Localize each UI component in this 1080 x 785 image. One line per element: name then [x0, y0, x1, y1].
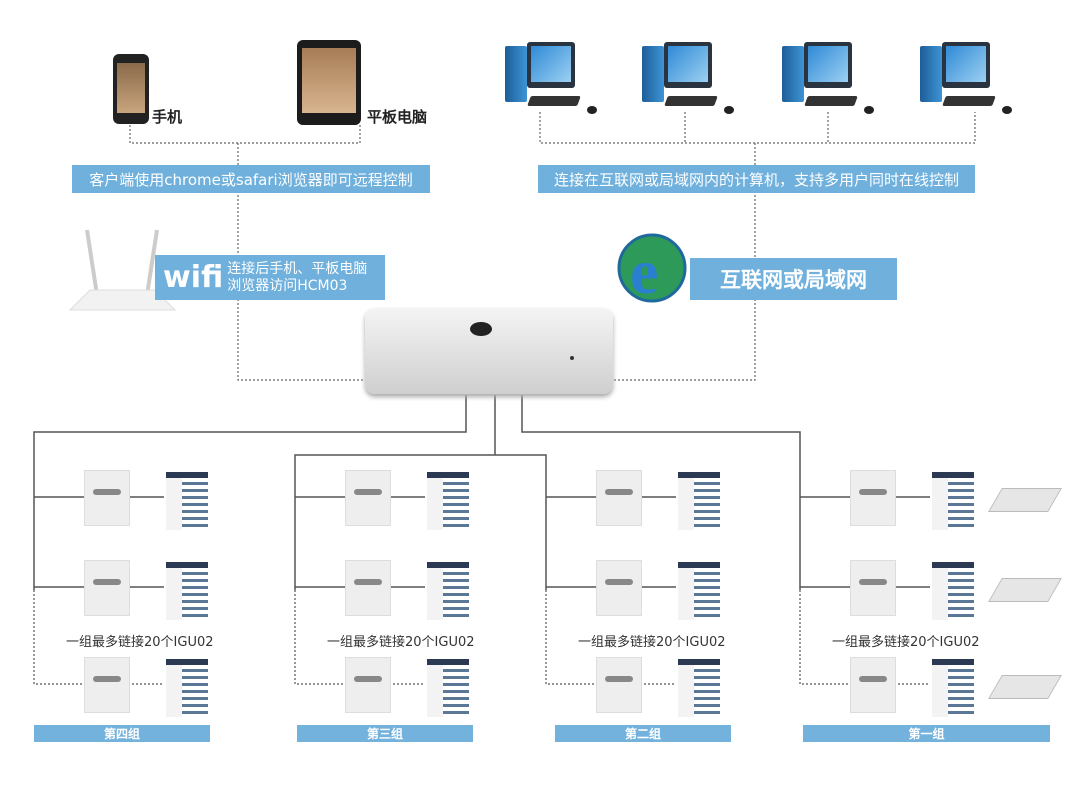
igu02-controller — [596, 470, 642, 526]
group-label: 第一组 — [803, 725, 1050, 742]
igu02-controller — [84, 657, 130, 713]
group-note: 一组最多链接20个IGU02 — [578, 635, 726, 650]
wifi-caption: wifi 连接后手机、平板电脑浏览器访问HCM03 — [155, 255, 385, 300]
wifi-word: wifi — [163, 260, 224, 295]
igu02-controller — [345, 657, 391, 713]
tablet-label: 平板电脑 — [367, 108, 428, 126]
tablet-image — [297, 40, 361, 125]
group-label: 第三组 — [297, 725, 473, 742]
igu02-controller — [345, 560, 391, 616]
phone-image — [113, 54, 149, 124]
igu02-controller — [850, 470, 896, 526]
phone-label: 手机 — [152, 108, 183, 126]
wifi-line2: 浏览器访问HCM03 — [227, 277, 348, 294]
outdoor-unit — [166, 659, 208, 717]
mac-mini-server — [365, 308, 613, 394]
outdoor-unit — [678, 562, 720, 620]
browser-caption: 客户端使用chrome或safari浏览器即可远程控制 — [72, 165, 430, 193]
computers-caption: 连接在互联网或局域网内的计算机，支持多用户同时在线控制 — [538, 165, 975, 193]
igu02-controller — [596, 560, 642, 616]
igu02-controller — [596, 657, 642, 713]
wifi-line1: 连接后手机、平板电脑 — [227, 260, 368, 277]
outdoor-unit — [678, 472, 720, 530]
svg-text:e: e — [630, 236, 658, 307]
internet-caption: 互联网或局域网 — [690, 258, 897, 300]
group-note: 一组最多链接20个IGU02 — [832, 635, 980, 650]
outdoor-unit — [932, 659, 974, 717]
group-label: 第二组 — [555, 725, 731, 742]
group-label: 第四组 — [34, 725, 210, 742]
outdoor-unit — [166, 562, 208, 620]
outdoor-unit — [427, 659, 469, 717]
router-icon — [68, 229, 177, 311]
igu02-controller — [850, 560, 896, 616]
igu02-controller — [84, 470, 130, 526]
igu02-controller — [345, 470, 391, 526]
igu02-controller — [850, 657, 896, 713]
internet-globe-icon: e — [617, 233, 687, 307]
outdoor-unit — [166, 472, 208, 530]
outdoor-unit — [427, 472, 469, 530]
apple-logo-icon — [470, 322, 492, 336]
group-note: 一组最多链接20个IGU02 — [327, 635, 475, 650]
group-note: 一组最多链接20个IGU02 — [66, 635, 214, 650]
outdoor-unit — [932, 562, 974, 620]
outdoor-unit — [678, 659, 720, 717]
igu02-controller — [84, 560, 130, 616]
outdoor-unit — [427, 562, 469, 620]
outdoor-unit — [932, 472, 974, 530]
